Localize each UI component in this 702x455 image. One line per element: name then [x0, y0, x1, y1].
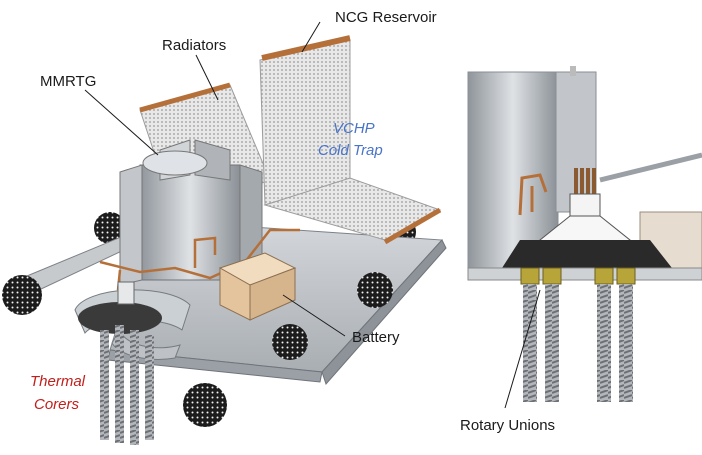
label-thermal: Thermal [30, 373, 86, 390]
detail-collar [569, 193, 601, 217]
radiator-left-edge-pipe [139, 82, 231, 113]
thermal-corers [100, 325, 154, 445]
label-vchp: VCHP [333, 120, 375, 137]
detail-copper [518, 173, 548, 216]
detail-pipe-right [599, 152, 702, 183]
wheel-mid-left [272, 324, 308, 360]
ncg-reservoir-pipe [261, 35, 351, 61]
rover-assembly [2, 35, 447, 445]
battery-box [218, 252, 297, 321]
detail-screw-shafts [523, 284, 633, 402]
label-corers: Corers [34, 396, 80, 413]
label-cold-trap: Cold Trap [318, 142, 383, 159]
detail-floor-line [467, 267, 702, 281]
chassis-rail-right [321, 239, 447, 385]
wheel-front-right [183, 383, 227, 427]
label-radiators: Radiators [162, 37, 226, 54]
label-mmrtg: MMRTG [40, 73, 96, 90]
detail-view [467, 66, 702, 409]
wheel-front-left [2, 275, 42, 315]
leader-ncg [301, 21, 321, 53]
detail-mast [570, 66, 576, 76]
detail-vertical-tubes [574, 168, 596, 208]
wheel-mid-right [357, 272, 393, 308]
label-battery: Battery [352, 329, 400, 346]
label-rotary-unions: Rotary Unions [460, 417, 555, 434]
detail-cone-dark [502, 240, 672, 268]
leader-lines [84, 21, 346, 337]
leader-rotary [504, 289, 541, 409]
radiator-flat-edge-pipe [383, 207, 442, 245]
leader-mmrtg [84, 89, 159, 156]
mmrtg-unit [119, 139, 263, 286]
leader-radiators [195, 54, 219, 101]
leader-battery [282, 294, 346, 337]
wheel-back-left [94, 212, 126, 244]
corer-platform [74, 281, 191, 360]
label-ncg-reservoir: NCG Reservoir [335, 9, 437, 26]
